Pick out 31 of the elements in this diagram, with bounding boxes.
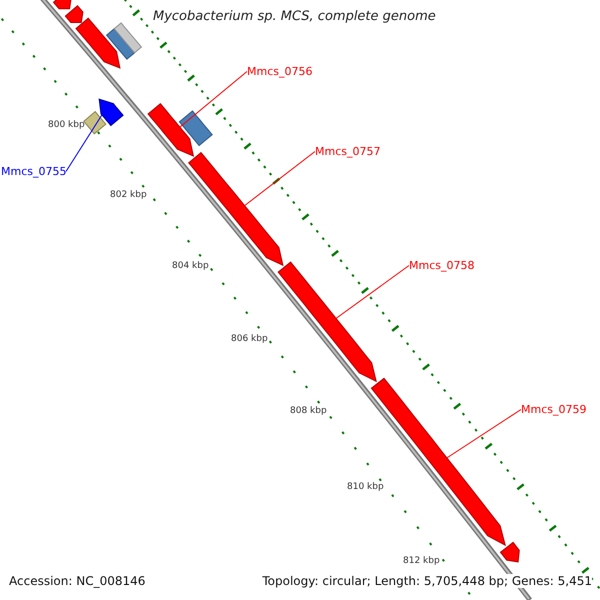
scale-label: 802 kbp	[110, 190, 147, 200]
gene-feature	[278, 261, 377, 382]
gene-feature	[83, 110, 106, 134]
footer-text: Accession: NC_008146	[9, 574, 146, 588]
gene-label: Mmcs_0758	[409, 259, 474, 272]
gene-label: Mmcs_0757	[315, 145, 380, 158]
leader-line	[179, 71, 248, 128]
scale-label: 812 kbp	[403, 556, 440, 566]
gene-feature	[500, 542, 520, 562]
gene-label: Mmcs_0756	[247, 65, 312, 78]
gene-feature	[98, 98, 124, 126]
gene-feature	[75, 17, 121, 69]
leader-line	[446, 409, 522, 458]
gene-feature	[178, 110, 213, 146]
scale-label: 808 kbp	[290, 406, 327, 416]
scale-label: 800 kbp	[48, 120, 85, 130]
gene-feature	[52, 0, 72, 10]
title: Mycobacterium sp. MCS, complete genome	[153, 9, 436, 24]
gene-feature	[114, 22, 142, 54]
footer-text: Topology: circular; Length: 5,705,448 bp; Genes: 5,451	[262, 574, 592, 588]
scale-label: 804 kbp	[172, 261, 209, 271]
scale-label: 810 kbp	[347, 482, 384, 492]
leader-line	[336, 265, 410, 319]
gene-feature	[64, 4, 84, 23]
leader-line	[66, 114, 102, 172]
leader-line	[244, 151, 316, 206]
scale-label: 806 kbp	[231, 334, 268, 344]
gene-label: Mmcs_0755	[1, 165, 66, 178]
gene-feature	[147, 103, 194, 157]
gene-feature	[106, 28, 136, 60]
gene-label: Mmcs_0759	[521, 403, 586, 416]
